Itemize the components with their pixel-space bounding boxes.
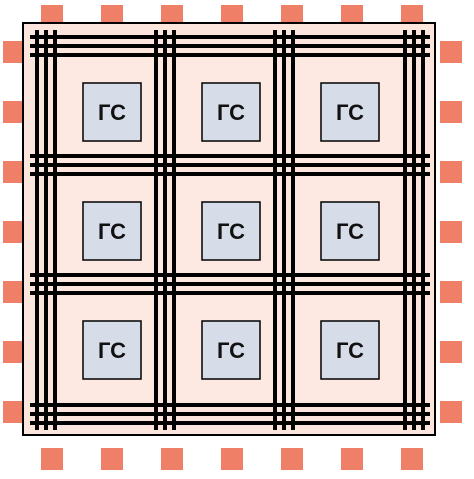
routing-channels (30, 30, 430, 430)
logic-block-label: ГС (336, 338, 364, 363)
logic-block-label: ГС (336, 100, 364, 125)
right-pad (440, 401, 462, 423)
top-pad (41, 5, 63, 27)
left-pad (3, 101, 25, 123)
logic-block: ГС (82, 82, 142, 142)
logic-block-label: ГС (98, 100, 126, 125)
logic-block-box (320, 320, 380, 380)
logic-block-label: ГС (98, 338, 126, 363)
top-pad (161, 5, 183, 27)
top-pad (101, 5, 123, 27)
logic-block-box (82, 201, 142, 261)
left-pad (3, 41, 25, 63)
right-pad (440, 341, 462, 363)
top-pad (221, 5, 243, 27)
bottom-pad (341, 448, 363, 470)
left-pad (3, 341, 25, 363)
logic-block-label: ГС (217, 219, 245, 244)
logic-block: ГС (201, 201, 261, 261)
logic-block-label: ГС (98, 219, 126, 244)
right-pad (440, 221, 462, 243)
right-pad (440, 41, 462, 63)
logic-block: ГС (320, 320, 380, 380)
logic-block-box (320, 201, 380, 261)
logic-block-box (82, 82, 142, 142)
logic-block-box (82, 320, 142, 380)
top-pad (401, 5, 423, 27)
bottom-pad (281, 448, 303, 470)
logic-block-box (201, 82, 261, 142)
logic-block: ГС (82, 201, 142, 261)
logic-block: ГС (82, 320, 142, 380)
logic-block-label: ГС (336, 219, 364, 244)
logic-block: ГС (201, 82, 261, 142)
logic-block-box (201, 320, 261, 380)
logic-block: ГС (201, 320, 261, 380)
logic-block-label: ГС (217, 338, 245, 363)
logic-block: ГС (320, 201, 380, 261)
bottom-pad (101, 448, 123, 470)
bottom-pad (401, 448, 423, 470)
logic-block: ГС (320, 82, 380, 142)
logic-block-label: ГС (217, 100, 245, 125)
bottom-pad (221, 448, 243, 470)
bottom-pad (161, 448, 183, 470)
left-pad (3, 161, 25, 183)
top-pad (281, 5, 303, 27)
left-pad (3, 281, 25, 303)
bottom-pad (41, 448, 63, 470)
logic-block-box (320, 82, 380, 142)
left-pad (3, 221, 25, 243)
io-pads (3, 5, 462, 470)
top-pad (341, 5, 363, 27)
logic-blocks: ГС ГС ГС ГС ГС ГС ГС ГС ГС (82, 82, 380, 380)
right-pad (440, 281, 462, 303)
right-pad (440, 101, 462, 123)
right-pad (440, 161, 462, 183)
left-pad (3, 401, 25, 423)
logic-block-box (201, 201, 261, 261)
cell-backgrounds (55, 55, 401, 401)
